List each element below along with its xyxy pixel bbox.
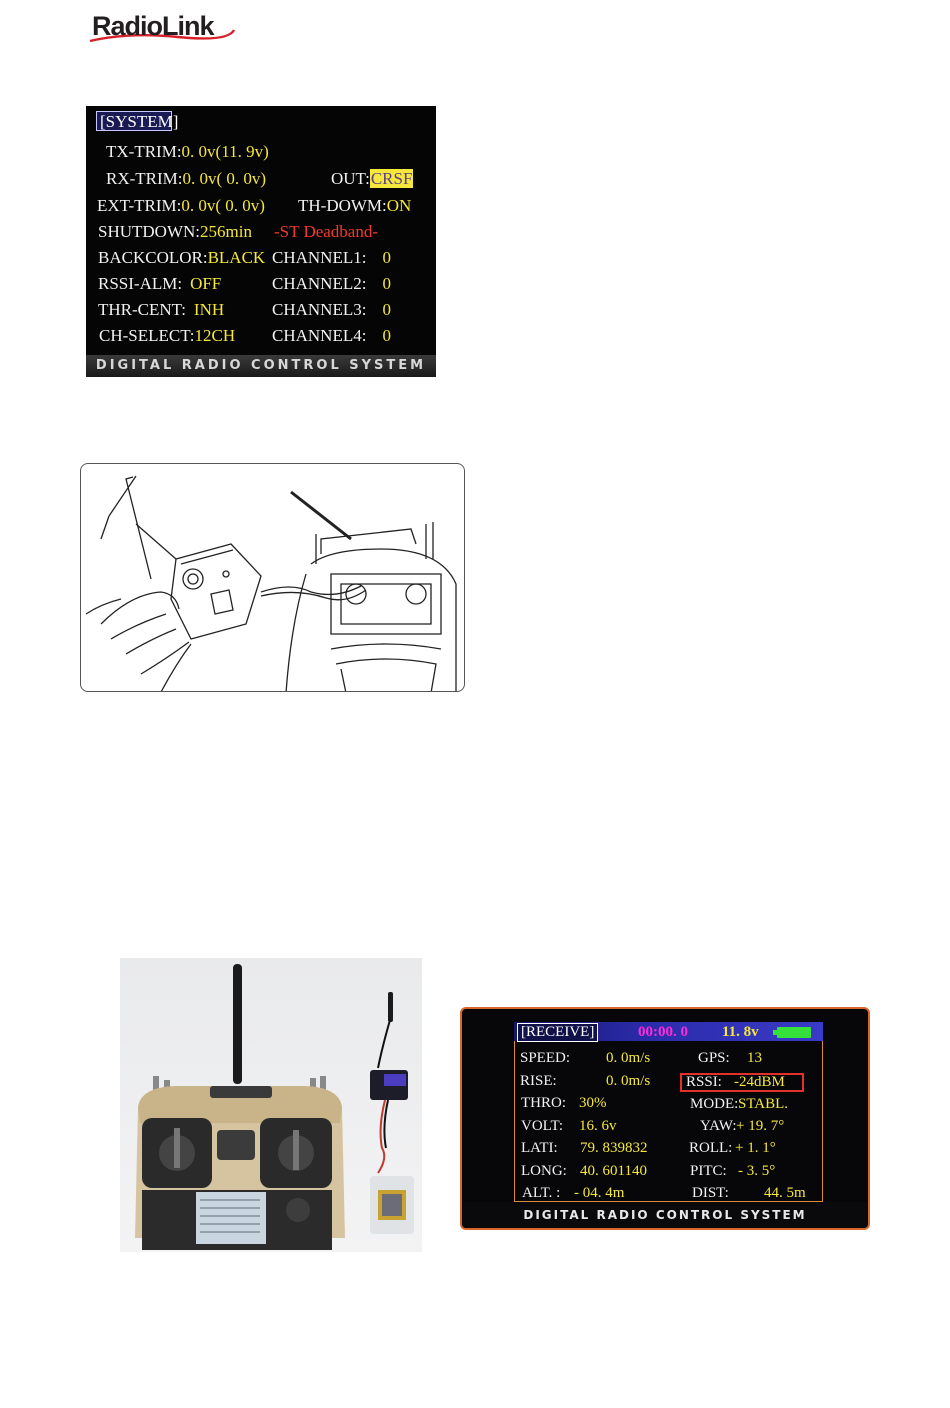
row-yaw: YAW: bbox=[700, 1118, 737, 1134]
receive-title: [RECEIVE] bbox=[517, 1023, 599, 1042]
speed-value: 0. 0m/s bbox=[606, 1050, 651, 1066]
row-pitc: PITC: bbox=[690, 1163, 727, 1179]
row-alt: ALT. : bbox=[522, 1185, 561, 1201]
battery-icon bbox=[777, 1027, 811, 1038]
transmitter-receiver-photo bbox=[120, 958, 422, 1252]
row-thro: THRO: bbox=[521, 1095, 566, 1111]
battery-tip bbox=[773, 1030, 777, 1035]
alt-value: - 04. 4m bbox=[574, 1185, 625, 1201]
receive-voltage: 11. 8v bbox=[722, 1024, 759, 1040]
row-speed: SPEED: bbox=[520, 1050, 571, 1066]
row-roll: ROLL: bbox=[689, 1140, 733, 1156]
dist-value: 44. 5m bbox=[764, 1185, 806, 1201]
row-long: LONG: bbox=[521, 1163, 567, 1179]
pitc-value: - 3. 5° bbox=[738, 1163, 776, 1179]
thro-value: 30% bbox=[579, 1095, 607, 1111]
row-volt: VOLT: bbox=[521, 1118, 564, 1134]
lati-value: 79. 839832 bbox=[580, 1140, 648, 1156]
roll-value: + 1. 1° bbox=[735, 1140, 776, 1156]
system-footer: DIGITAL RADIO CONTROL SYSTEM bbox=[86, 355, 436, 377]
rise-value: 0. 0m/s bbox=[606, 1073, 651, 1089]
st-deadband-heading: -ST Deadband- bbox=[274, 222, 379, 241]
out-value-highlight: CRSF bbox=[369, 169, 414, 188]
row-out: OUT:CRSF bbox=[331, 169, 414, 188]
row-channel4: CHANNEL4:0 bbox=[272, 326, 391, 345]
row-lati: LATI: bbox=[521, 1140, 558, 1156]
rssi-value: -24dBM bbox=[734, 1074, 785, 1090]
receive-footer: DIGITAL RADIO CONTROL SYSTEM bbox=[462, 1202, 868, 1228]
row-channel2: CHANNEL2:0 bbox=[272, 274, 391, 293]
photo-drawing bbox=[135, 964, 414, 1250]
volt-value: 16. 6v bbox=[579, 1118, 617, 1134]
row-rssi: RSSI: bbox=[686, 1074, 722, 1090]
row-channel3: CHANNEL3:0 bbox=[272, 300, 391, 319]
module-install-illustration bbox=[80, 463, 465, 692]
row-channel1: CHANNEL1:0 bbox=[272, 248, 391, 267]
long-value: 40. 601140 bbox=[580, 1163, 647, 1179]
row-backcolor: BACKCOLOR:BLACK bbox=[98, 248, 266, 267]
yaw-value: + 19. 7° bbox=[736, 1118, 785, 1134]
row-thr-cent: THR-CENT:INH bbox=[98, 300, 225, 319]
gps-value: 13 bbox=[747, 1050, 762, 1066]
row-tx-trim: TX-TRIM:0. 0v(11. 9v) bbox=[106, 142, 269, 161]
rssi-highlight-box bbox=[680, 1073, 804, 1092]
install-drawing bbox=[85, 475, 457, 691]
logo-text: RadioLink bbox=[92, 11, 215, 41]
logo-swoosh-icon bbox=[89, 29, 236, 43]
row-dist: DIST: bbox=[692, 1185, 729, 1201]
row-th-down: TH-DOWM:ON bbox=[298, 196, 412, 215]
system-screen: [SYSTEM] TX-TRIM:0. 0v(11. 9v) RX-TRIM:0… bbox=[86, 106, 436, 377]
row-rx-trim: RX-TRIM:0. 0v( 0. 0v) bbox=[106, 169, 267, 188]
row-rise: RISE: bbox=[520, 1073, 557, 1089]
row-ext-trim: EXT-TRIM:0. 0v( 0. 0v) bbox=[97, 196, 265, 215]
radiolink-logo: RadioLink bbox=[89, 8, 242, 48]
system-title: [SYSTEM] bbox=[96, 111, 178, 131]
row-rssi-alm: RSSI-ALM:OFF bbox=[98, 274, 222, 293]
receive-timer: 00:00. 0 bbox=[638, 1024, 688, 1040]
mode-value: STABL. bbox=[738, 1096, 789, 1112]
row-mode: MODE: bbox=[690, 1096, 739, 1112]
receive-screen: [RECEIVE] 00:00. 0 11. 8v SPEED: 0. 0m/s… bbox=[460, 1007, 870, 1230]
row-shutdown: SHUTDOWN:256min bbox=[98, 222, 252, 241]
row-gps: GPS: bbox=[698, 1050, 730, 1066]
row-ch-select: CH-SELECT:12CH bbox=[99, 326, 236, 345]
